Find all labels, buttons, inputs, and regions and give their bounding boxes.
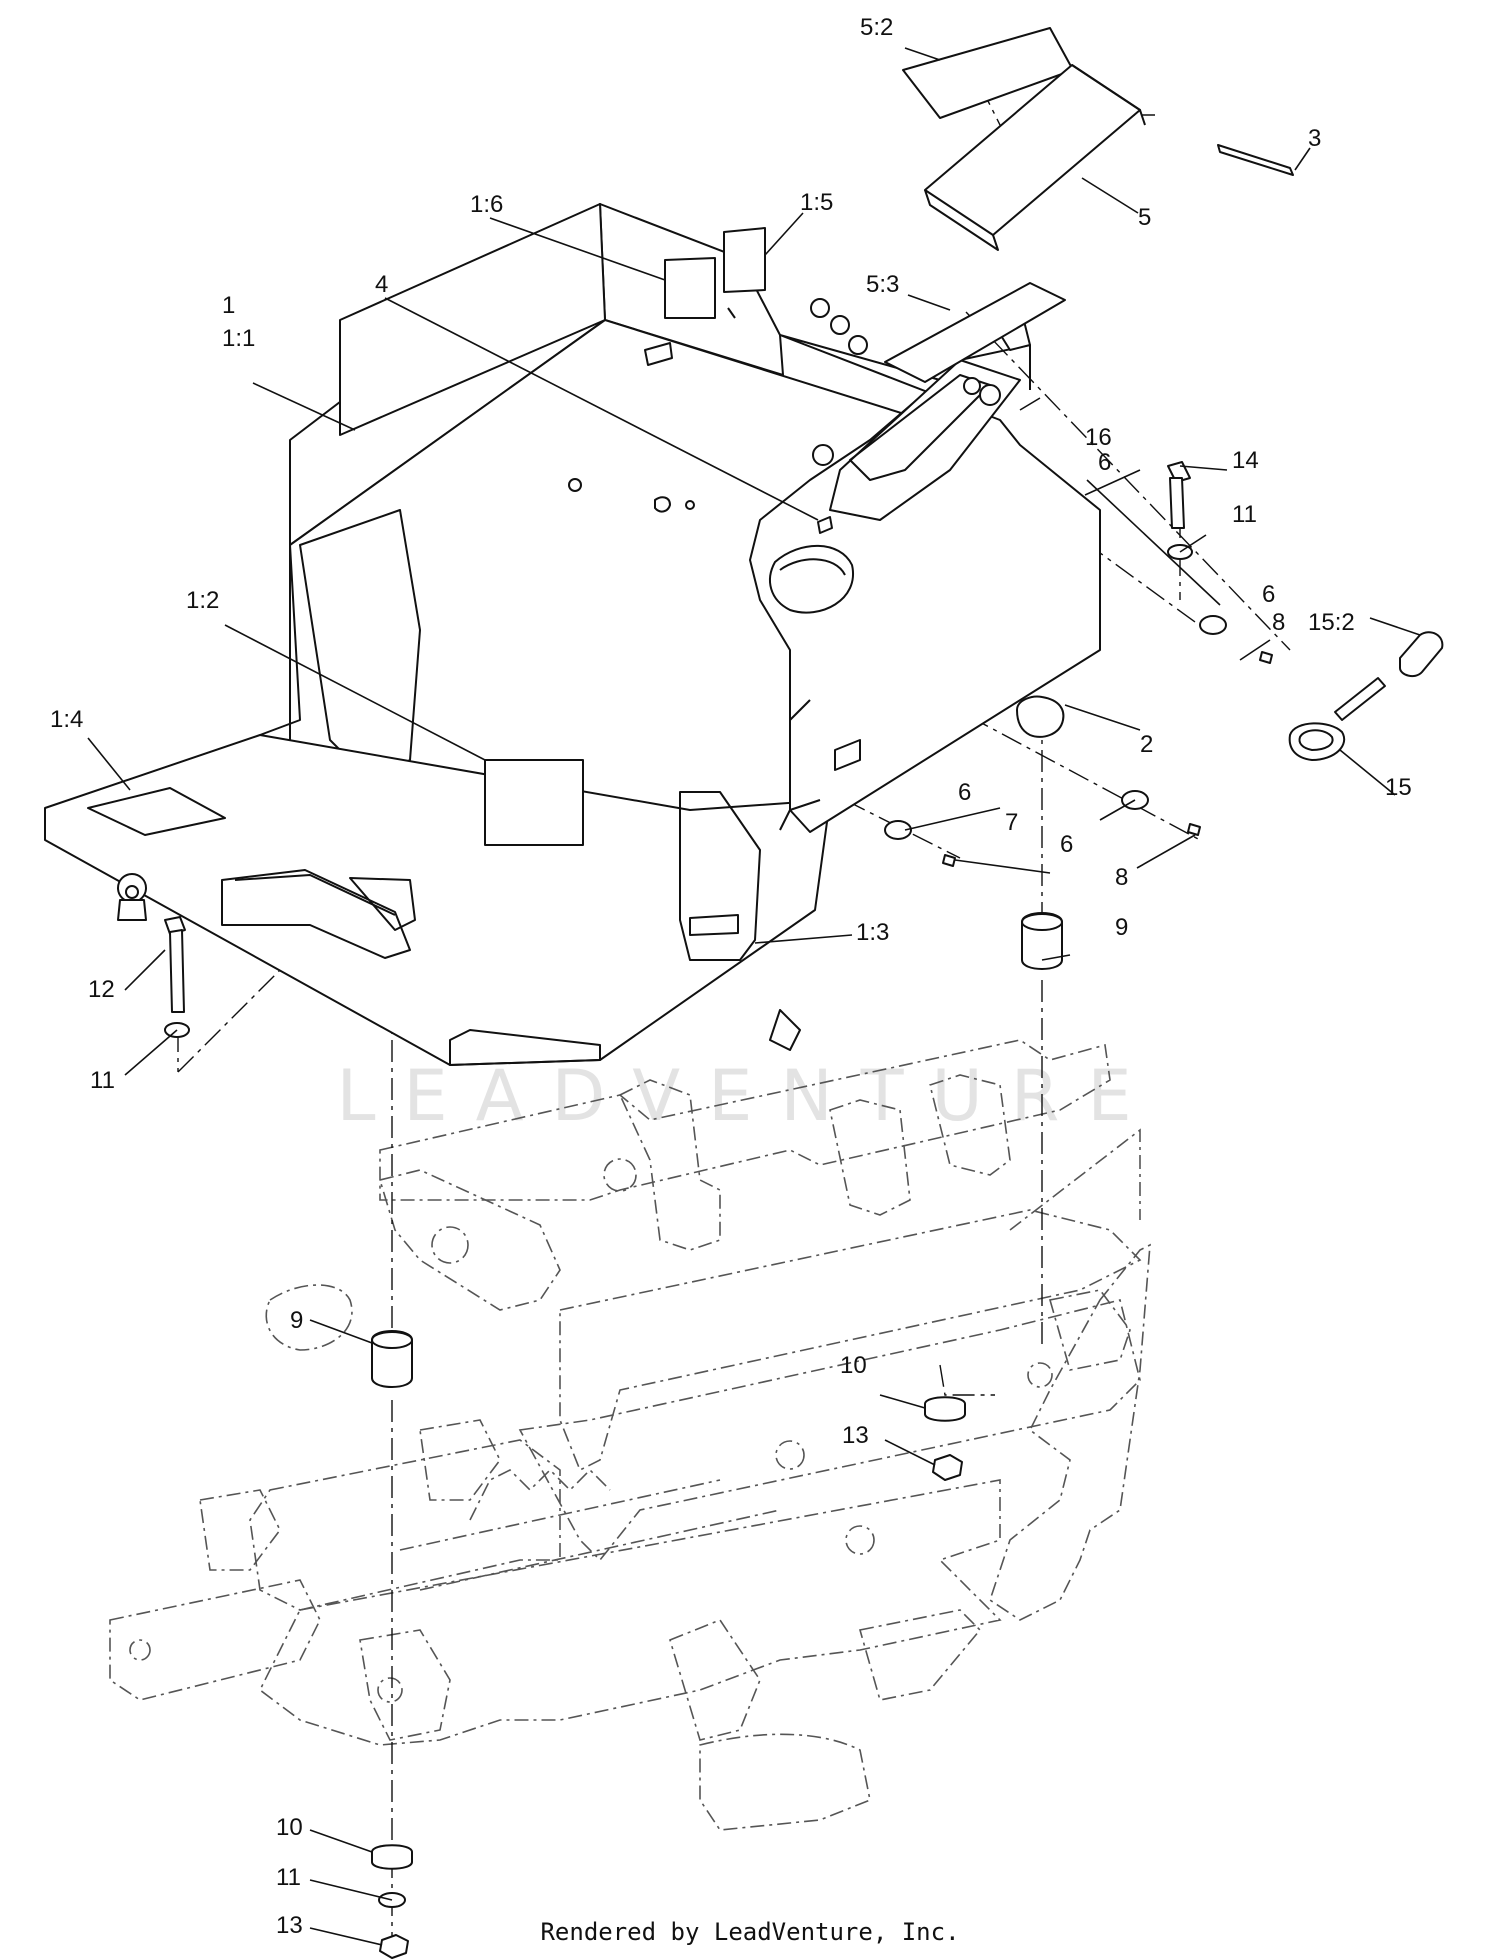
- callout-6-lower: 6: [1060, 831, 1073, 858]
- callout-3: 3: [1308, 125, 1321, 152]
- hardware: [164, 144, 1444, 1959]
- callout-13-bottom: 13: [276, 1912, 303, 1939]
- callout-8-upper: 8: [1272, 609, 1285, 636]
- callout-14: 14: [1232, 447, 1259, 474]
- callout-1-5: 1:5: [800, 189, 833, 216]
- callout-6-left: 6: [958, 779, 971, 806]
- callout-1-4: 1:4: [50, 706, 83, 733]
- callout-11-upper: 11: [1232, 501, 1257, 528]
- callout-11-bottom: 11: [276, 1864, 301, 1891]
- callout-5: 5: [1138, 204, 1151, 231]
- callout-10-bottom: 10: [276, 1814, 303, 1841]
- callout-13-mid: 13: [842, 1422, 869, 1449]
- seat-plates: [884, 27, 1146, 383]
- callout-6-console: 6: [1098, 449, 1111, 476]
- callout-5-3: 5:3: [866, 271, 899, 298]
- callout-7: 7: [1005, 809, 1018, 836]
- callout-10-mid: 10: [840, 1352, 867, 1379]
- callout-16: 16: [1085, 424, 1112, 451]
- callout-15: 15: [1385, 774, 1412, 801]
- callout-9-right: 9: [1115, 914, 1128, 941]
- callout-11-left: 11: [90, 1067, 115, 1094]
- watermark-text: LEADVENTURE: [336, 1055, 1159, 1137]
- callout-1-6: 1:6: [470, 191, 503, 218]
- callout-1-3: 1:3: [856, 919, 889, 946]
- callout-6-right: 6: [1262, 581, 1275, 608]
- callout-4: 4: [375, 271, 388, 298]
- callout-9-left: 9: [290, 1307, 303, 1334]
- callout-2: 2: [1140, 731, 1153, 758]
- right-fender: [749, 298, 1101, 833]
- callout-1-1: 1:1: [222, 325, 255, 352]
- callout-1-2: 1:2: [186, 587, 219, 614]
- callout-15-2: 15:2: [1308, 609, 1355, 636]
- callout-8-lower: 8: [1115, 864, 1128, 891]
- callout-labels: 1 1:1 1:2 1:3 1:4 1:5 1:6 2 3 4 5 5:2 5:…: [50, 14, 1412, 1939]
- footer-credit: Rendered by LeadVenture, Inc.: [540, 1918, 960, 1946]
- callout-5-2: 5:2: [860, 14, 893, 41]
- callout-1: 1: [222, 292, 235, 319]
- chassis-frame: [109, 1039, 1151, 1831]
- callout-12: 12: [88, 976, 115, 1003]
- leader-lines: [87, 47, 1421, 1946]
